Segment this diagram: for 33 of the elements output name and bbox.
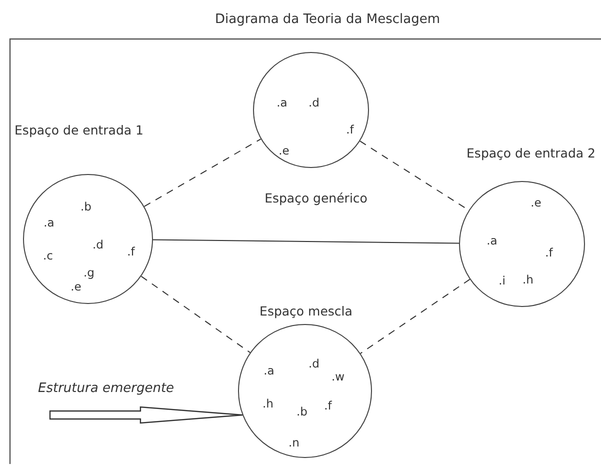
connector-line — [140, 276, 251, 354]
diagram-title: Diagrama da Teoria da Mesclagem — [215, 11, 440, 29]
element-label: .a — [264, 362, 274, 380]
element-label: .w — [331, 368, 345, 386]
space-heading: Espaço genérico — [264, 190, 368, 208]
element-label: .f — [545, 244, 553, 262]
element-label: .e — [530, 194, 542, 212]
element-label: .a — [276, 94, 288, 112]
element-label: .f — [346, 121, 354, 138]
hollow-arrow — [49, 406, 244, 424]
element-label: .n — [288, 434, 300, 452]
element-label: .e — [278, 142, 290, 160]
space-heading: Espaço de entrada 1 — [14, 122, 144, 140]
element-label: .a — [44, 214, 54, 232]
element-label: .g — [84, 264, 94, 282]
element-label: .f — [324, 397, 332, 414]
connector-line — [144, 138, 262, 207]
element-label: .c — [43, 247, 53, 264]
space-heading: Espaço mescla — [260, 302, 352, 321]
element-label: .b — [80, 198, 92, 216]
space-heading: Espaço de entrada 2 — [466, 144, 596, 163]
connector-line — [360, 278, 470, 354]
element-label: .h — [262, 395, 274, 412]
element-label: .d — [308, 94, 320, 112]
element-label: .i — [498, 272, 506, 290]
connector-line — [152, 239, 460, 244]
element-label: .b — [296, 403, 308, 420]
element-label: .a — [486, 232, 498, 250]
element-label: .d — [308, 355, 320, 372]
element-label: .h — [522, 271, 534, 288]
element-label: .e — [70, 278, 82, 296]
element-label: .d — [92, 236, 104, 254]
element-label: .f — [127, 243, 135, 260]
